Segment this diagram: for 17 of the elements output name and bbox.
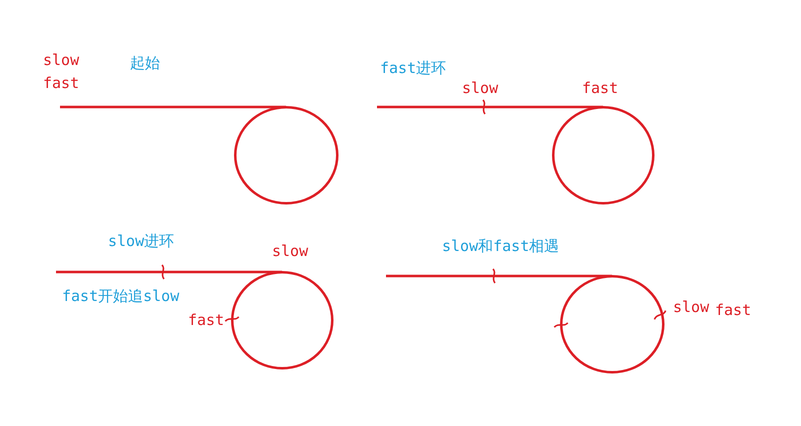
pointer-label: slow [272,243,308,260]
step-caption: slow进环 [108,233,174,250]
pointer-label: fast [715,302,752,319]
step-caption: fast开始追slow [62,288,180,305]
pointer-label: fast [582,80,618,97]
cycle-circle [234,106,338,204]
pointer-label: slow [673,299,710,316]
step-caption: fast进环 [380,60,446,77]
step-caption: slow和fast相遇 [442,238,560,255]
pointer-label: slow [462,80,498,97]
pointer-label: fast [188,312,224,329]
cycle-circle [230,270,334,370]
cycle-circle [552,106,654,204]
pointer-label: slow [43,52,80,69]
step-caption: 起始 [130,55,160,72]
cycle-circle [560,274,664,374]
pointer-label: fast [43,75,80,92]
